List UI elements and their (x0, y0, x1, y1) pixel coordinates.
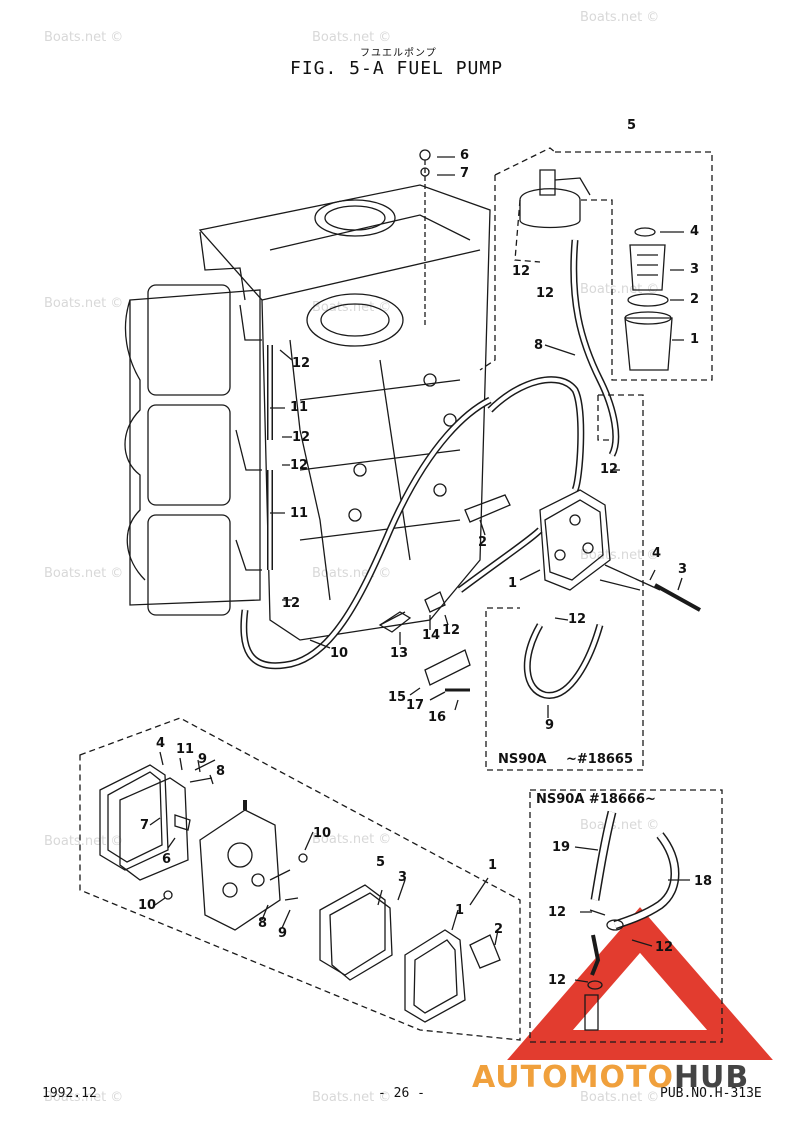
callout-label: 11 (176, 742, 195, 757)
watermark: Boats.net © (580, 10, 660, 25)
watermark: Boats.net © (580, 1090, 660, 1105)
logo-text-primary: AUTOMOTO (472, 1060, 674, 1095)
callout-label: 12 (292, 356, 311, 371)
callout-label: 19 (552, 840, 571, 855)
callout-label: 8 (534, 338, 544, 353)
callout-label: 1 (690, 332, 700, 347)
callout-label: 3 (398, 870, 408, 885)
callout-label: 1 (488, 858, 498, 873)
watermark: Boats.net © (44, 1090, 124, 1105)
box-model-label: NS90A (498, 752, 547, 767)
logo-text-secondary: HUB (673, 1060, 750, 1095)
callout-label: 15 (388, 690, 407, 705)
watermark: Boats.net © (312, 30, 392, 45)
callout-label: 3 (690, 262, 700, 277)
callout-label: 12 (536, 286, 555, 301)
watermark: Boats.net © (312, 1090, 392, 1105)
pump-exploded (99, 759, 501, 1023)
callout-label: 11 (290, 506, 309, 521)
callout-label: 3 (678, 562, 688, 577)
callout-label: 12 (548, 973, 567, 988)
watermark: Boats.net © (44, 30, 124, 45)
callout-label: 1 (455, 903, 465, 918)
callout-label: 12 (568, 612, 587, 627)
callout-label: 12 (548, 905, 567, 920)
footer-date: 1992.12 (42, 1086, 97, 1101)
fuel-pump-assembly (539, 489, 701, 612)
callout-label: 12 (282, 596, 301, 611)
callout-label: 11 (290, 400, 309, 415)
callout-label: 17 (406, 698, 425, 713)
callout-label: 10 (330, 646, 349, 661)
callout-label: 8 (258, 916, 268, 931)
watermark: Boats.net © (44, 834, 124, 849)
callout-label: 2 (690, 292, 700, 307)
callout-label: 6 (162, 852, 172, 867)
callout-label: 12 (600, 462, 619, 477)
callout-label: 2 (494, 922, 504, 937)
watermark: Boats.net © (580, 548, 660, 563)
callout-label: 5 (627, 118, 637, 133)
watermark: Boats.net © (312, 300, 392, 315)
callout-label: 16 (428, 710, 447, 725)
callout-label: 18 (694, 874, 713, 889)
watermark: Boats.net © (580, 818, 660, 833)
callout-label: 7 (140, 818, 150, 833)
fuel-filter-assembly (519, 169, 673, 371)
figure-title: FIG. 5-A FUEL PUMP (290, 58, 504, 79)
callout-label: 6 (460, 148, 470, 163)
callout-label: 4 (652, 546, 662, 561)
callout-label: 4 (690, 224, 700, 239)
box-model-serial-label: NS90A #18666~ (536, 792, 656, 807)
callout-label: 10 (138, 898, 157, 913)
callout-label: 12 (290, 458, 309, 473)
callout-label: 9 (278, 926, 288, 941)
watermark: Boats.net © (580, 282, 660, 297)
callout-label: 12 (655, 940, 674, 955)
callout-label: 7 (460, 166, 470, 181)
callout-label: 14 (422, 628, 441, 643)
callout-label: 1 (508, 576, 518, 591)
engine-block (124, 184, 491, 641)
footer-page-number: - 26 - (378, 1086, 425, 1101)
box-serial-range: ~#18665 (566, 752, 634, 767)
watermark: Boats.net © (44, 566, 124, 581)
callout-label: 9 (545, 718, 555, 733)
footer-publication-number: PUB.NO.H-313E (660, 1086, 762, 1101)
callout-label: 2 (478, 535, 488, 550)
callout-label: 9 (198, 752, 208, 767)
callout-label: 13 (390, 646, 409, 661)
automotohub-logo: AUTOMOTOHUB (472, 1060, 749, 1095)
callout-label: 4 (156, 736, 166, 751)
callout-label: 5 (376, 855, 386, 870)
watermark: Boats.net © (44, 296, 124, 311)
callout-label: 8 (216, 764, 226, 779)
callout-label: 12 (512, 264, 531, 279)
callout-label: 10 (313, 826, 332, 841)
watermark: Boats.net © (312, 832, 392, 847)
callout-label: 12 (442, 623, 461, 638)
figure-subtitle: フユエルポンプ (360, 48, 437, 59)
logo-triangle (507, 907, 773, 1060)
hose-set-late (584, 810, 680, 1031)
callout-label: 12 (292, 430, 311, 445)
